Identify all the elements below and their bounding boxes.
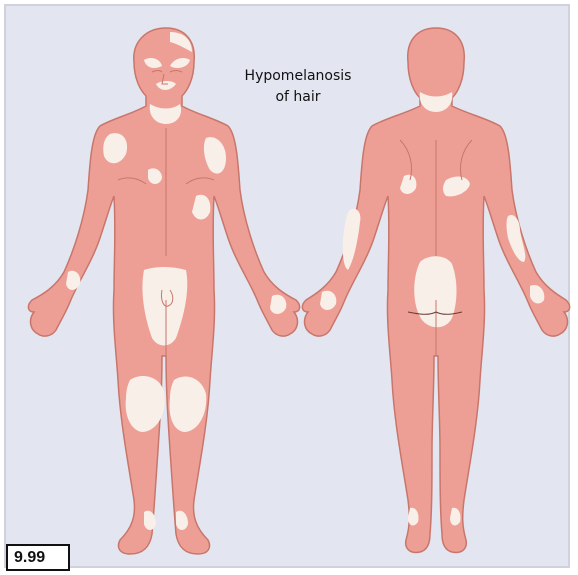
patch-buttocks <box>414 256 456 327</box>
annotation-line-2: of hair <box>228 87 368 108</box>
figure-number: 9.99 <box>6 544 70 571</box>
annotation-line-1: Hypomelanosis <box>228 66 368 87</box>
annotation-label: Hypomelanosis of hair <box>228 66 368 108</box>
